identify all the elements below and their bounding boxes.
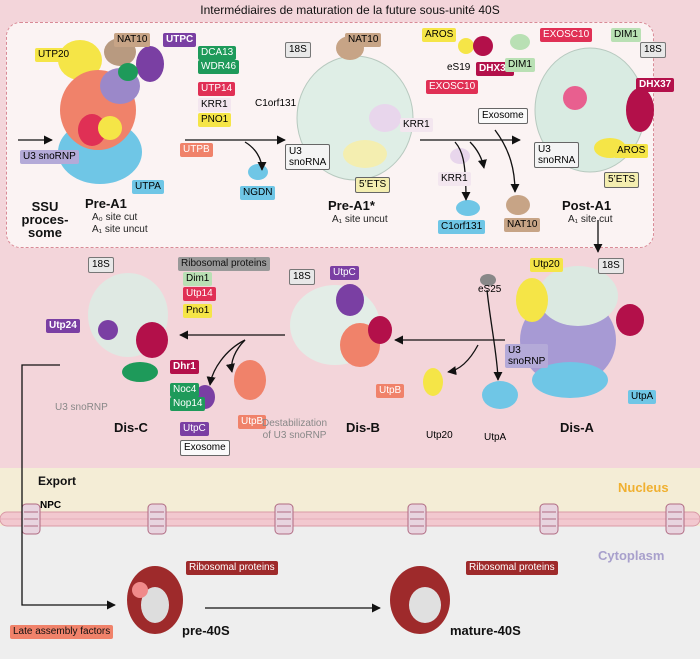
label-npc: NPC bbox=[40, 500, 62, 511]
label-pno1: PNO1 bbox=[198, 113, 232, 127]
label-5ets-2: 5’ETS bbox=[604, 172, 640, 188]
label-nop14: Nop14 bbox=[170, 397, 206, 411]
stage-disc: Dis-C bbox=[114, 420, 148, 435]
label-utp20-2: Utp20 bbox=[530, 258, 563, 272]
label-noc4: Noc4 bbox=[170, 383, 200, 397]
label-destabilization: Destabilization of U3 snoRNP bbox=[262, 418, 328, 441]
label-c1orf131-2: C1orf131 bbox=[438, 220, 486, 234]
label-aros: AROS bbox=[422, 28, 457, 42]
label-utp20: UTP20 bbox=[35, 48, 73, 62]
label-u3-snornp: U3 snoRNP bbox=[20, 150, 79, 164]
label-ribosomal-proteins-2: Ribosomal proteins bbox=[186, 561, 278, 575]
label-exosome-2: Exosome bbox=[180, 440, 230, 456]
label-exosome: Exosome bbox=[478, 108, 528, 124]
label-nat10-3: NAT10 bbox=[504, 218, 541, 232]
label-dim1-3: Dim1 bbox=[183, 272, 213, 286]
label-utpc-2: UtpC bbox=[180, 422, 209, 436]
label-18s-5: 18S bbox=[598, 258, 624, 274]
stage-disa: Dis-A bbox=[560, 420, 594, 435]
label-nat10-2: NAT10 bbox=[345, 33, 382, 47]
label-nat10: NAT10 bbox=[114, 33, 151, 47]
cyto-complexes bbox=[127, 566, 450, 634]
label-dim1: DIM1 bbox=[505, 58, 535, 72]
label-wdr46: WDR46 bbox=[198, 60, 240, 74]
label-ngdn: NGDN bbox=[240, 186, 276, 200]
label-u3-snornp-2: U3 snoRNP bbox=[55, 402, 108, 413]
label-dim1-2: DIM1 bbox=[611, 28, 641, 42]
stage-pre40s: pre-40S bbox=[182, 623, 230, 638]
posta1-a1: A₁ site cut bbox=[568, 214, 613, 225]
label-utpc-3: UtpC bbox=[330, 266, 359, 280]
label-18s: 18S bbox=[285, 42, 311, 58]
label-utp24: Utp24 bbox=[46, 319, 80, 333]
label-18s-3: 18S bbox=[88, 257, 114, 273]
label-krr1: KRR1 bbox=[198, 98, 231, 112]
label-export: Export bbox=[38, 474, 77, 488]
stage-ssu-processome: SSU proces- some bbox=[21, 199, 69, 240]
label-utpa: UTPA bbox=[132, 180, 164, 194]
released-factors bbox=[195, 34, 530, 409]
prea1-a1: A₁ site uncut bbox=[92, 224, 148, 235]
label-exosc10: EXOSC10 bbox=[426, 80, 479, 94]
label-es25: eS25 bbox=[478, 284, 502, 295]
label-dhr1: Dhr1 bbox=[170, 360, 199, 374]
label-u3-snorna: U3 snoRNA bbox=[285, 144, 331, 170]
flow-arrows bbox=[18, 129, 603, 613]
label-exosc10-3: EXOSC10 bbox=[540, 28, 593, 42]
label-cytoplasm: Cytoplasm bbox=[598, 548, 665, 563]
disa-complex bbox=[516, 266, 644, 398]
label-ribosomal-proteins: Ribosomal proteins bbox=[178, 257, 270, 271]
label-18s-4: 18S bbox=[289, 269, 315, 285]
prea1-a0: A₀ site cut bbox=[92, 212, 138, 223]
nuclear-membrane bbox=[0, 511, 700, 527]
disc-complex bbox=[88, 273, 168, 382]
label-krr1-2: KRR1 bbox=[400, 118, 433, 132]
label-18s-2: 18S bbox=[640, 42, 666, 58]
label-utp20-3: Utp20 bbox=[426, 430, 453, 441]
npc-pores bbox=[21, 503, 685, 535]
label-c1orf131: C1orf131 bbox=[255, 98, 297, 109]
stage-posta1: Post-A1 bbox=[562, 198, 612, 213]
label-utp14: UTP14 bbox=[198, 82, 236, 96]
label-dhx37: DHX37 bbox=[476, 62, 515, 76]
label-utpa-2: UtpA bbox=[628, 390, 657, 404]
label-utpb-3: UtpB bbox=[376, 384, 405, 398]
label-krr1-3: KRR1 bbox=[438, 172, 471, 186]
label-5ets: 5’ETS bbox=[355, 177, 391, 193]
label-es19: eS19 bbox=[447, 62, 471, 73]
label-utpb-2: UtpB bbox=[238, 415, 267, 429]
stage-disb: Dis-B bbox=[346, 420, 380, 435]
diagram-title: Intermédiaires de maturation de la futur… bbox=[200, 3, 500, 17]
label-late-assembly-factors: Late assembly factors bbox=[10, 625, 114, 639]
label-utp14-2: Utp14 bbox=[183, 287, 216, 301]
label-dca13: DCA13 bbox=[198, 46, 237, 60]
label-utpa-3: UtpA bbox=[484, 432, 507, 443]
label-utpb: UTPB bbox=[180, 143, 213, 157]
label-dhx37-2: DHX37 bbox=[636, 78, 675, 92]
disb-complex bbox=[290, 284, 392, 367]
label-pno1-2: Pno1 bbox=[183, 304, 213, 318]
label-utpc: UTPC bbox=[163, 33, 197, 47]
label-u3-snornp-3: U3 snoRNP bbox=[505, 344, 549, 368]
label-aros-2: AROS bbox=[614, 144, 649, 158]
stage-prea1-star: Pre-A1* bbox=[328, 198, 375, 213]
prea1star-a1: A₁ site uncut bbox=[332, 214, 388, 225]
cytoplasm-background bbox=[0, 526, 700, 659]
label-ribosomal-proteins-3: Ribosomal proteins bbox=[466, 561, 558, 575]
label-nucleus: Nucleus bbox=[618, 480, 669, 495]
label-u3-snorna-2: U3 snoRNA bbox=[534, 142, 580, 168]
stage-prea1: Pre-A1 bbox=[85, 196, 127, 211]
stage-mature40s: mature-40S bbox=[450, 623, 521, 638]
prea1-complex bbox=[58, 38, 164, 184]
